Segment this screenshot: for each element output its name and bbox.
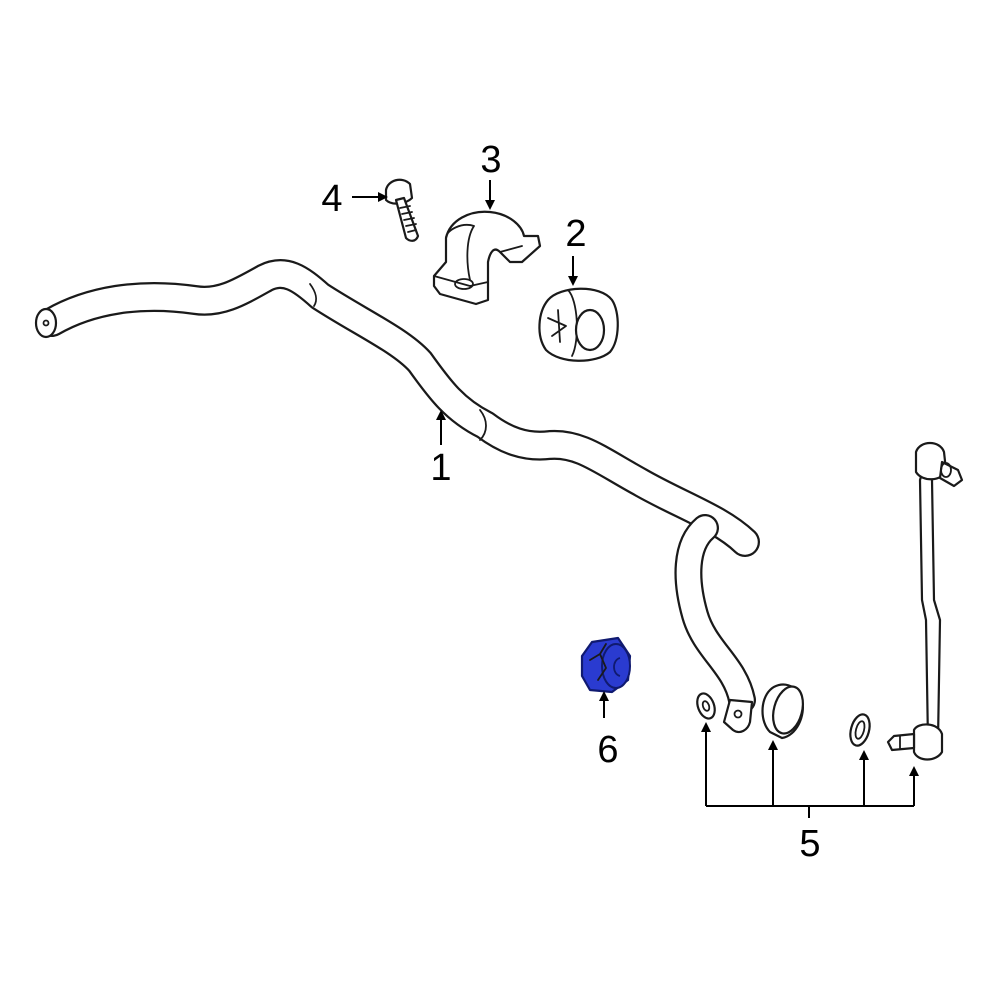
stabilizer-link-nut[interactable] (580, 636, 632, 694)
callout-2: 2 (565, 213, 586, 255)
bushing-bracket[interactable] (432, 210, 542, 306)
callout-6: 6 (597, 729, 618, 771)
callout-1: 1 (430, 447, 451, 489)
leader-lines (352, 180, 919, 818)
bracket-bolt[interactable] (384, 178, 420, 242)
stabilizer-bushing[interactable] (538, 287, 619, 362)
callout-5: 5 (799, 823, 820, 865)
callout-3: 3 (480, 139, 501, 181)
stabilizer-bar[interactable] (34, 259, 760, 734)
stabilizer-link-kit[interactable] (694, 441, 964, 761)
callout-4: 4 (321, 178, 342, 220)
